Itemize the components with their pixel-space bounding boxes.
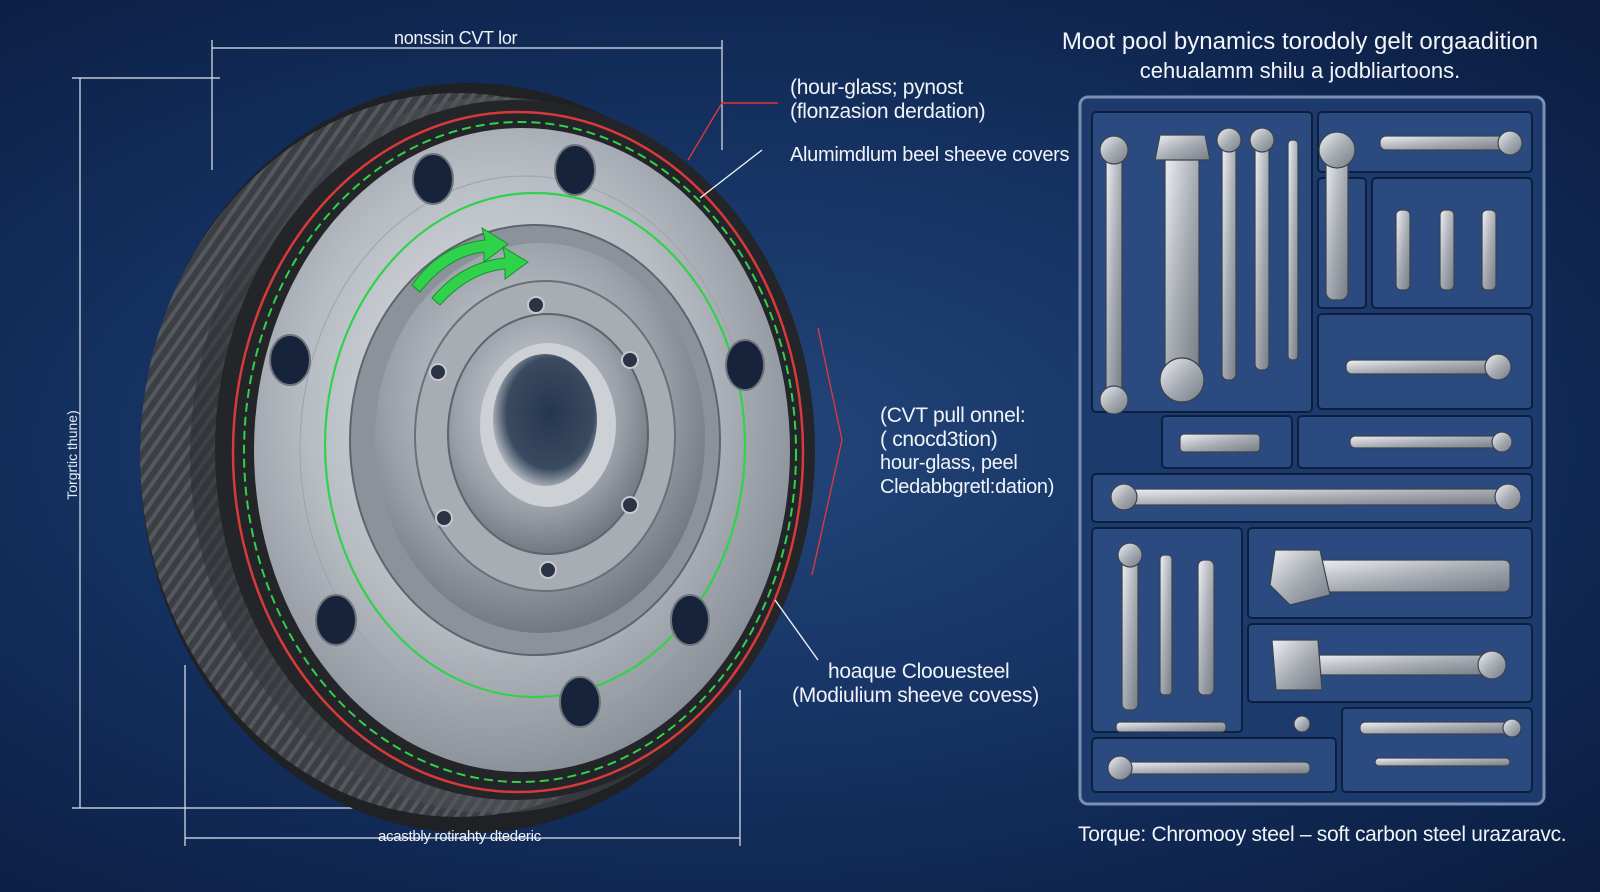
callout-aluminium-sheeve: Alumimdlum beel sheeve covers [790, 144, 1070, 166]
dimension-left-label: Torgrtic thune) [64, 410, 80, 500]
callout-cvt-line4: Cledabbgretl:dation) [880, 476, 1055, 498]
header-line1: Moot pool bynamics torodoly gelt orgaadi… [1061, 28, 1539, 55]
tool-tray [1078, 95, 1546, 806]
dimension-lines [72, 40, 741, 846]
pulley-icon [140, 83, 815, 833]
callout-leaders [687, 102, 843, 661]
callout-cvt-line2: ( cnocd3tion) [880, 428, 998, 451]
callout-torque-line2: (Modiulium sheeve covess) [792, 684, 1039, 707]
rotation-arrow-icon [411, 226, 529, 306]
header-line2: cehualamm shilu a jodbliartoons. [1139, 58, 1461, 83]
callout-cvt-line3: hour-glass, peel [880, 452, 1018, 474]
callout-hour-glass-line2: (flonzasion derdation) [790, 100, 986, 123]
footer-caption: Torque: Chromooy steel – soft carbon ste… [1078, 823, 1567, 846]
callout-torque-line1: hoaque Cloouesteel [828, 660, 1010, 683]
dimension-top-label: nonssin CVT lor [394, 28, 518, 48]
callout-cvt-line1: (CVT pull onnel: [880, 404, 1026, 427]
callout-hour-glass-line1: (hour-glass; pynost [790, 76, 963, 99]
wrench-icon [1099, 127, 1523, 781]
dimension-bottom-label: acastbly rotirahty dtederic [378, 828, 541, 845]
